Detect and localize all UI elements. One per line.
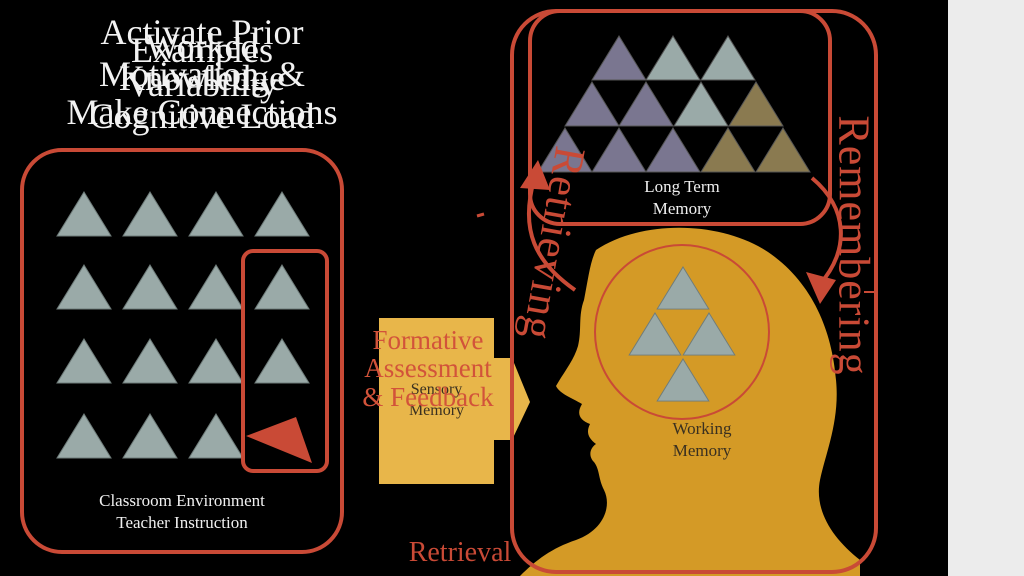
selection-column-box xyxy=(241,249,329,473)
classroom-triangle xyxy=(254,338,310,384)
classroom-triangle xyxy=(56,338,112,384)
classroom-triangle xyxy=(188,264,244,310)
title-text-variability: Variability xyxy=(126,64,278,104)
classroom-triangle xyxy=(122,338,178,384)
working-memory-circle xyxy=(594,244,770,420)
wm-label-line1: Working xyxy=(672,419,732,438)
head-silhouette xyxy=(520,227,860,576)
ltm-label-line2: Memory xyxy=(652,199,712,219)
diagram-graphics xyxy=(20,9,878,576)
remembering-arrow-curve xyxy=(810,176,843,286)
slide-canvas: Activate Prior Worked Motivation, & Make… xyxy=(20,9,879,576)
ltm-triangle xyxy=(645,127,701,173)
classroom-triangle xyxy=(254,264,310,310)
dash-mark xyxy=(476,212,485,218)
long-term-memory-label: Long Term Memory xyxy=(612,176,752,220)
classroom-box xyxy=(20,148,344,554)
remembering-arrowhead xyxy=(806,272,836,304)
title-text-activate-prior: Activate Prior xyxy=(100,12,304,52)
retrieving-arrowhead xyxy=(520,160,550,190)
formative-line1: Formative xyxy=(372,325,484,355)
classroom-triangle xyxy=(56,191,112,237)
title-text-motivation: Motivation, & xyxy=(99,54,305,94)
page-margin xyxy=(948,0,1024,576)
sensory-memory-box xyxy=(379,318,494,484)
title-text-cognitive-load: Cognitive Load xyxy=(89,96,315,136)
ltm-triangle xyxy=(700,127,756,173)
classroom-label-line1: Classroom Environment xyxy=(99,491,265,510)
classroom-label-line2: Teacher Instruction xyxy=(116,513,248,533)
classroom-triangle xyxy=(122,413,178,459)
classroom-triangle xyxy=(56,264,112,310)
ltm-triangle xyxy=(673,81,729,127)
ltm-label-line1: Long Term xyxy=(644,177,720,196)
ltm-triangle xyxy=(591,127,647,173)
classroom-triangle xyxy=(188,413,244,459)
remembering-label: Remembering xyxy=(829,115,879,376)
classroom-triangle xyxy=(254,191,310,237)
ltm-triangle xyxy=(728,81,784,127)
sensory-label-line2: Memory xyxy=(408,401,465,419)
classroom-triangle xyxy=(188,191,244,237)
working-memory-label: Working Memory xyxy=(632,418,772,462)
retrieving-arrow-curve xyxy=(526,179,577,292)
red-pointer-triangle xyxy=(246,417,312,463)
ltm-triangle xyxy=(591,35,647,81)
sensory-memory-label: Sensory Memory xyxy=(379,380,494,422)
title-text-make-connections: Make Connections xyxy=(66,92,338,132)
ltm-triangle xyxy=(755,127,811,173)
classroom-triangle xyxy=(56,413,112,459)
formative-line3: & Feedback xyxy=(362,381,494,412)
classroom-triangle xyxy=(122,191,178,237)
classroom-triangle xyxy=(122,264,178,310)
ltm-triangle xyxy=(700,35,756,81)
title-text-worked: Worked xyxy=(145,26,259,66)
formative-assessment-label: Formative Assessment & Feedback xyxy=(338,326,518,411)
classroom-triangle-grid xyxy=(56,191,310,459)
title-text-examples: Examples xyxy=(131,30,273,70)
ltm-triangle xyxy=(564,81,620,127)
formative-line2: Assessment xyxy=(364,353,492,384)
classroom-label: Classroom Environment Teacher Instructio… xyxy=(62,490,302,534)
long-term-memory-box xyxy=(528,9,832,226)
title-text-knowledge: Knowledge xyxy=(119,58,285,98)
ltm-triangle xyxy=(537,127,593,173)
long-term-triangles xyxy=(537,35,811,173)
wm-label-line2: Memory xyxy=(672,441,732,461)
ltm-triangle xyxy=(618,81,674,127)
sensory-label-line1: Sensory xyxy=(410,381,463,398)
ltm-triangle xyxy=(645,35,701,81)
classroom-triangle xyxy=(188,338,244,384)
retrieval-label: Retrieval xyxy=(408,537,512,568)
